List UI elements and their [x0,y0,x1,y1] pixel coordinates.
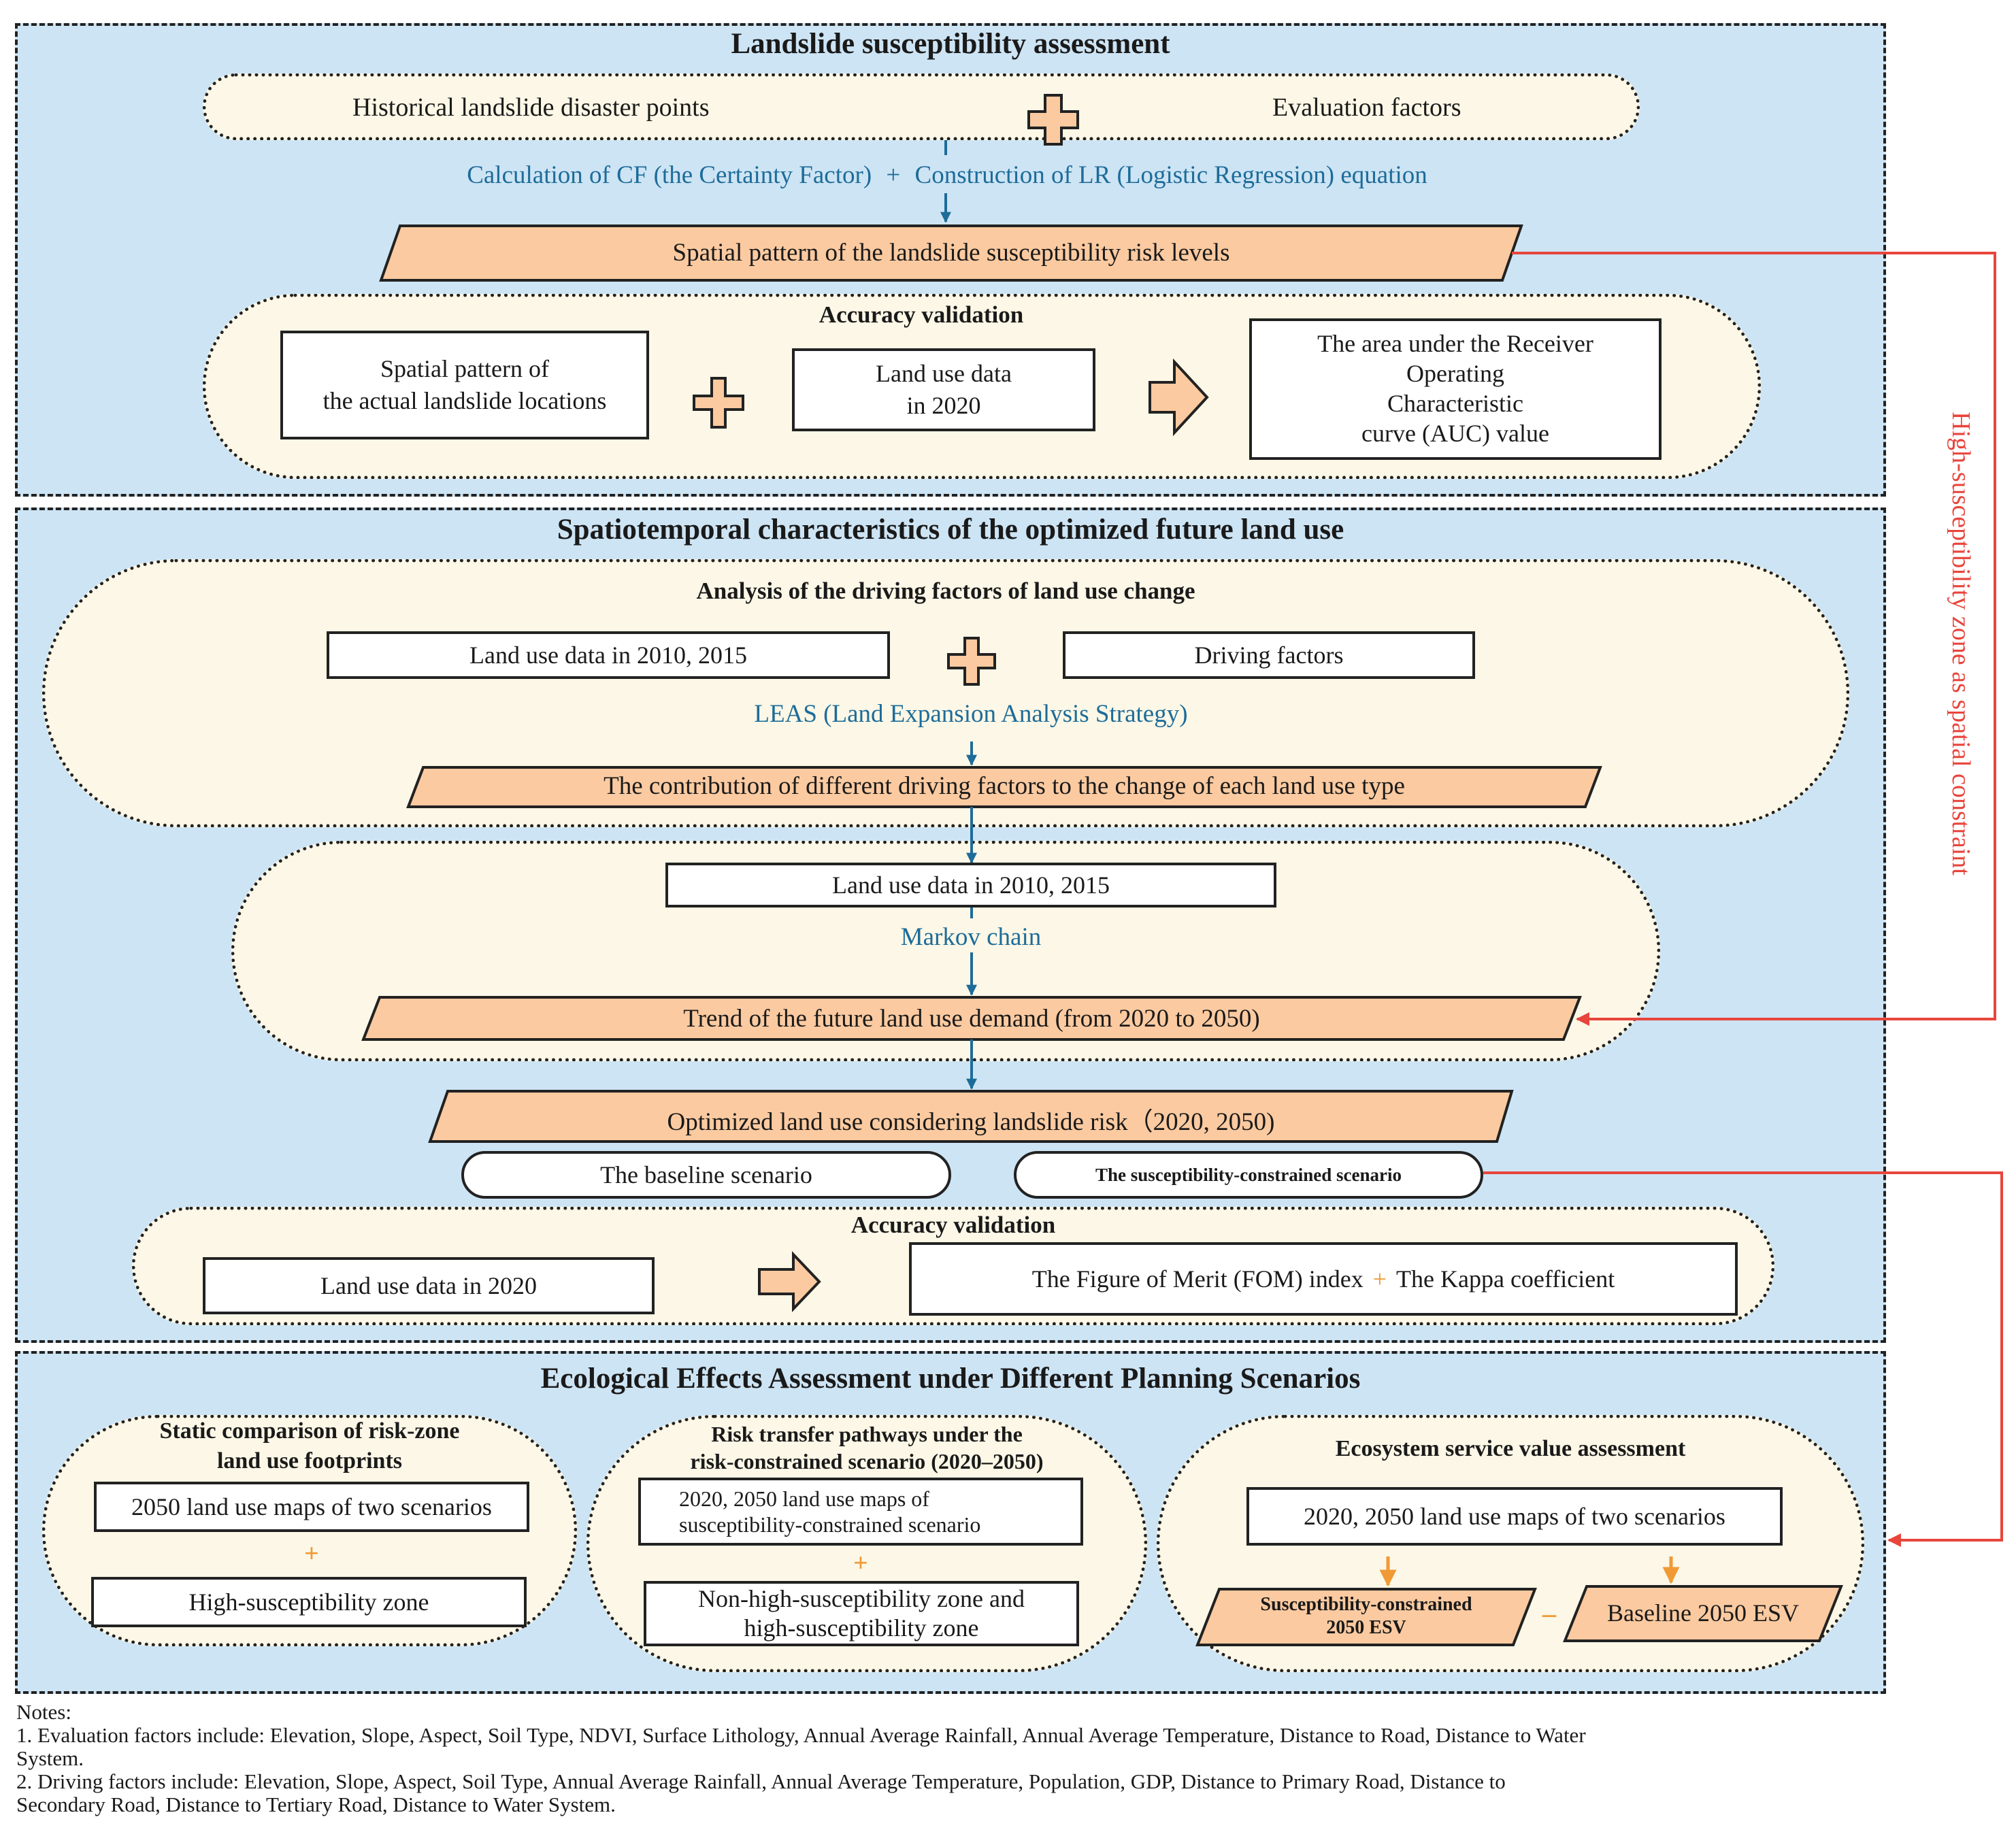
plus-icon-drivers [947,637,996,686]
para-contribution [406,766,1602,808]
box-driving-factors: Driving factors [1063,631,1475,679]
plus-icon-inputs [1027,94,1079,146]
box-transfer-zones: Non-high-susceptibility zone and high-su… [644,1581,1079,1646]
input-evaluation-factors: Evaluation factors [1272,93,1461,122]
scenario-baseline: The baseline scenario [461,1151,951,1199]
box-fom-kappa: The Figure of Merit (FOM) index + The Ka… [909,1242,1738,1316]
box-actual-landslides: Spatial pattern of the actual landslide … [280,331,649,439]
box-land-use-2020: Land use data in 2020 [792,348,1095,431]
fom-label: The Figure of Merit (FOM) index [1031,1265,1364,1293]
para-optimized [428,1090,1514,1143]
section3-title: Ecological Effects Assessment under Diff… [540,1363,1361,1395]
contribution-text: The contribution of different driving fa… [604,772,1405,800]
drivers-title: Analysis of the driving factors of land … [696,578,1195,604]
section1-title: Landslide susceptibility assessment [731,28,1170,60]
box-static-maps: 2050 land use maps of two scenarios [94,1482,529,1532]
box-esv-maps: 2020, 2050 land use maps of two scenario… [1246,1487,1783,1546]
markov-label: Markov chain [900,923,1042,951]
section2-title: Spatiotemporal characteristics of the op… [557,514,1344,546]
leas-label: LEAS (Land Expansion Analysis Strategy) [754,700,1188,728]
scenario-constrained: The susceptibility-constrained scenario [1014,1151,1483,1199]
optimized-text: Optimized land use considering landslide… [667,1108,1275,1136]
validation2-title: Accuracy validation [850,1212,1056,1238]
input-historical-points: Historical landslide disaster points [352,93,710,122]
transfer-plus: + [853,1549,868,1578]
esv-right-text: Baseline 2050 ESV [1607,1599,1799,1627]
validation1-title: Accuracy validation [819,301,1024,328]
block-arrow-auc [1149,358,1209,437]
box-land-use-2010-2015: Land use data in 2010, 2015 [327,631,890,679]
static-title: Static comparison of risk-zone land use … [159,1418,460,1474]
demand-text: Trend of the future land use demand (fro… [683,1005,1260,1033]
method-line: Calculation of CF (the Certainty Factor)… [271,161,1623,190]
esv-minus: – [1542,1598,1556,1629]
static-plus: + [304,1539,319,1568]
method-plus: + [886,161,901,189]
para-esv-right [1563,1585,1843,1642]
transfer-title: Risk transfer pathways under the risk-co… [690,1422,1044,1473]
notes-evaluation-factors: 1. Evaluation factors include: Elevation… [16,1723,1586,1770]
esv-left-text: Susceptibility-constrained 2050 ESV [1260,1594,1472,1638]
plus-icon-validation [693,377,744,429]
result-susceptibility-text: Spatial pattern of the landslide suscept… [672,239,1230,267]
para-demand [361,996,1582,1041]
method-cf: Calculation of CF (the Certainty Factor) [467,161,872,189]
box-high-susceptibility: High-susceptibility zone [91,1577,527,1627]
para-esv-left [1195,1588,1537,1646]
fom-plus: + [1372,1265,1387,1293]
notes-heading: Notes: [16,1700,71,1724]
box-land-use-2020-val: Land use data in 2020 [203,1257,655,1314]
box-auc: The area under the Receiver Operating Ch… [1249,318,1662,460]
inputs-pill [203,73,1640,140]
para-susceptibility-levels [379,224,1523,282]
notes-driving-factors: 2. Driving factors include: Elevation, S… [16,1769,1506,1816]
kappa-label: The Kappa coefficient [1396,1265,1615,1293]
block-arrow-fom [758,1250,821,1313]
box-transfer-maps: 2020, 2050 land use maps of susceptibili… [638,1478,1083,1546]
method-lr: Construction of LR (Logistic Regression)… [914,161,1427,189]
esv-title: Ecosystem service value assessment [1335,1436,1686,1461]
box-markov-input: Land use data in 2010, 2015 [665,863,1276,907]
